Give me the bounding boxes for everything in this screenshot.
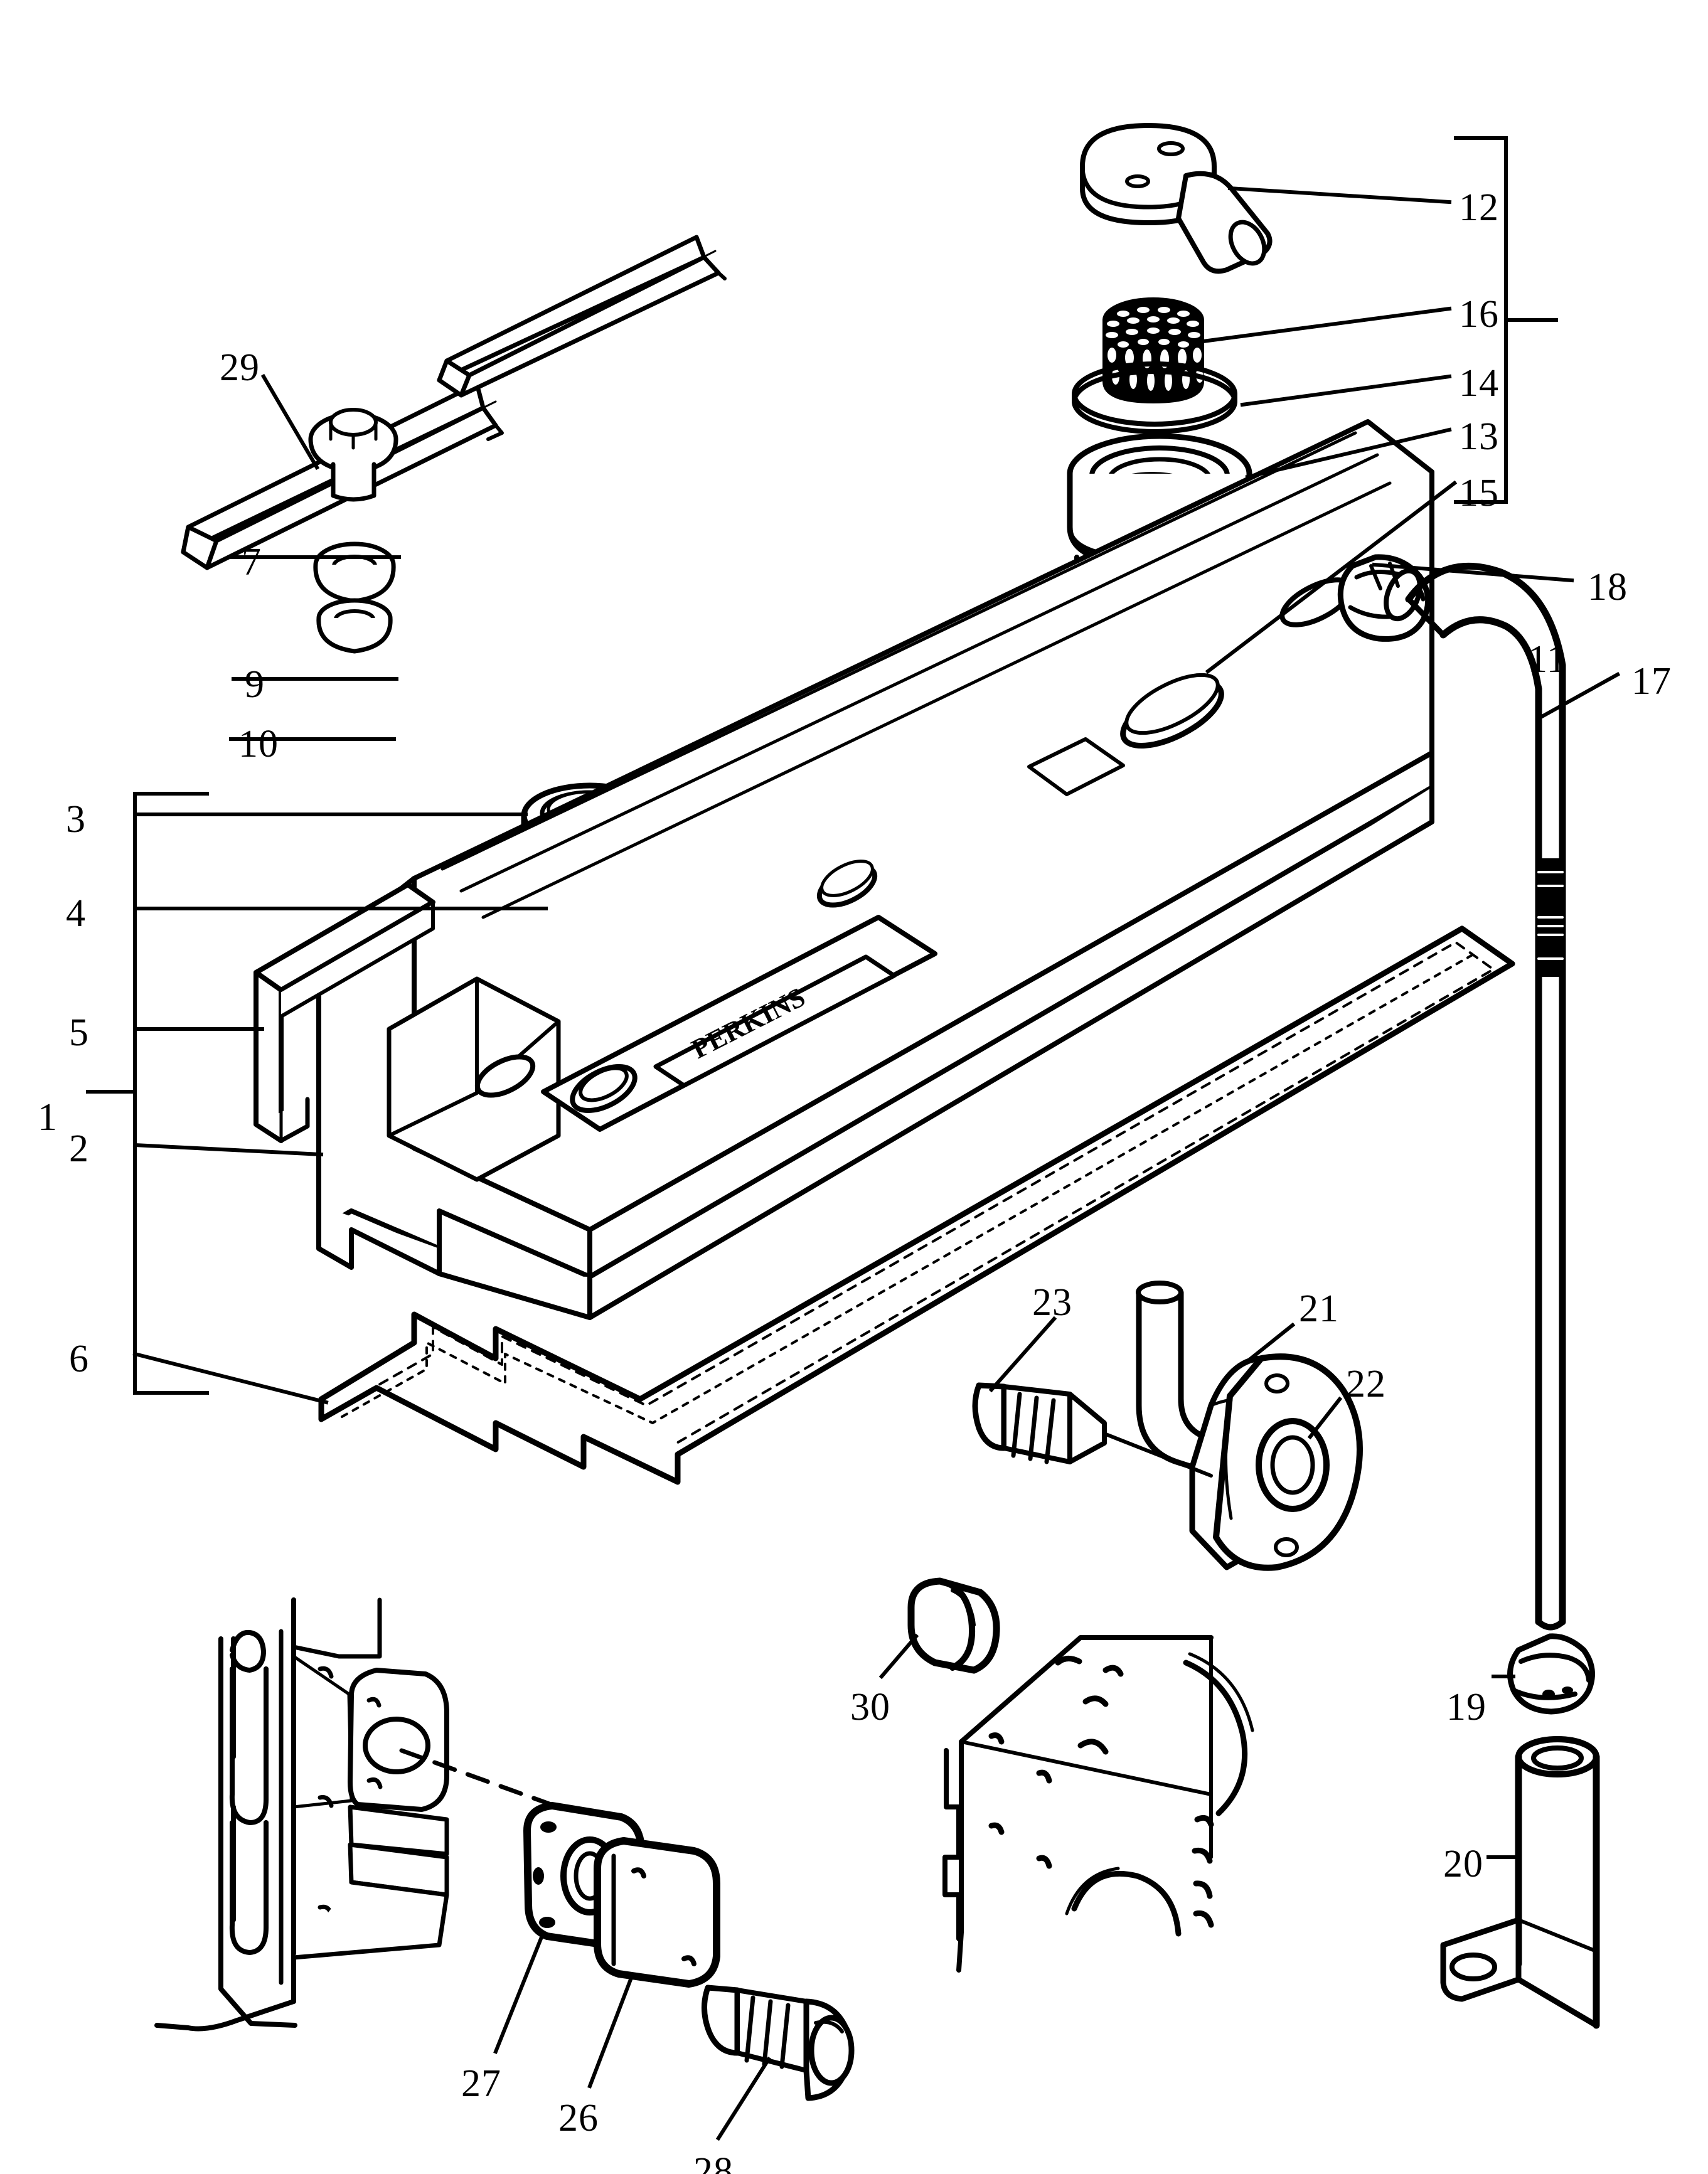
callout-16: 16 — [1459, 293, 1499, 336]
part-28-side-cover-bolt — [701, 1985, 855, 2101]
part-18-hose-clamp — [1337, 554, 1431, 642]
part-14-seal-ring — [1072, 361, 1237, 434]
callout-28: 28 — [693, 2150, 734, 2174]
callout-19: 19 — [1446, 1686, 1486, 1729]
callout-10: 10 — [238, 723, 279, 765]
part-6-valve-cover-gasket — [318, 925, 1515, 1485]
callout-22: 22 — [1346, 1363, 1386, 1405]
callout-7: 7 — [242, 541, 262, 583]
callout-30: 30 — [850, 1686, 890, 1729]
part-12-breather-cap — [1080, 123, 1273, 274]
callout-6: 6 — [69, 1338, 89, 1380]
callout-29: 29 — [220, 346, 260, 389]
part-2-valve-cover: PERKINS — [316, 419, 1434, 1320]
callout-5: 5 — [69, 1011, 89, 1054]
callout-17: 17 — [1631, 660, 1672, 703]
callout-12: 12 — [1459, 186, 1499, 229]
part-30-core-plug — [907, 1577, 1000, 1674]
part-26-side-cover-plate — [594, 1837, 720, 1988]
callout-4: 4 — [66, 892, 86, 935]
engine-block-corner — [942, 1635, 1254, 1973]
callout-21: 21 — [1299, 1287, 1339, 1330]
callout-11: 11 — [1528, 638, 1567, 681]
part-7-cover-bolt — [308, 408, 398, 502]
callout-9: 9 — [245, 663, 265, 706]
part-5-cover-seal-strip — [254, 882, 435, 1143]
callout-20: 20 — [1443, 1843, 1483, 1885]
callout-26: 26 — [558, 2097, 599, 2139]
part-17-breather-hose — [1405, 562, 1566, 1631]
callout-3: 3 — [66, 798, 86, 841]
cylinder-head-side-view — [154, 1597, 630, 2032]
part-23-flange-bolt — [972, 1382, 1213, 1478]
callout-13: 13 — [1459, 415, 1499, 458]
part-10-washer — [316, 598, 393, 654]
callout-23: 23 — [1032, 1281, 1072, 1324]
part-9-grommet — [313, 541, 396, 604]
part-20-drain-tube — [1440, 1736, 1600, 2029]
callout-1: 1 — [38, 1096, 58, 1139]
callout-15: 15 — [1459, 472, 1499, 514]
part-19-hose-clamp-lower — [1507, 1633, 1595, 1715]
part-16-filter-element — [1102, 297, 1204, 403]
callout-2: 2 — [69, 1127, 89, 1170]
callout-18: 18 — [1588, 566, 1628, 609]
callout-14: 14 — [1459, 362, 1499, 405]
callout-27: 27 — [461, 2062, 501, 2105]
part-22-flange-gasket — [1213, 1353, 1363, 1571]
